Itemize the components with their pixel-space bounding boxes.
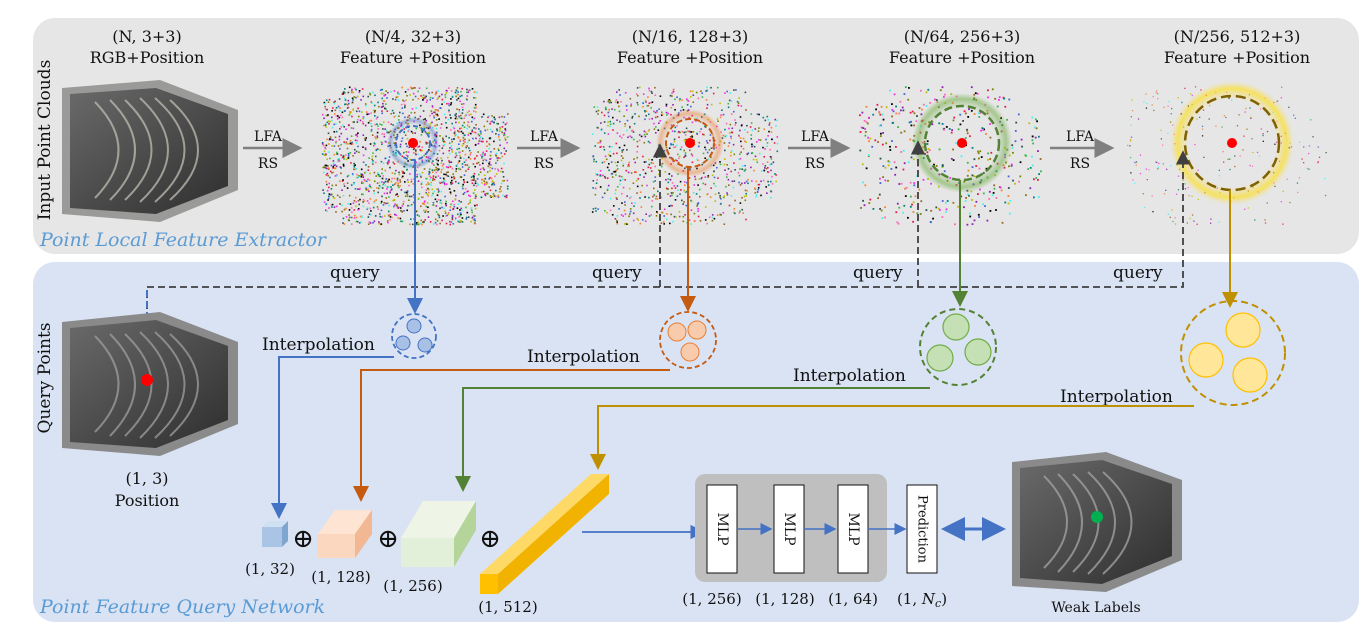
svg-text:LFA: LFA bbox=[801, 129, 830, 145]
stage-3-header: (N/64, 256+3) Feature +Position bbox=[889, 27, 1035, 67]
svg-text:MLP: MLP bbox=[781, 512, 797, 545]
query-point-image bbox=[62, 312, 238, 456]
oplus-1: ⊕ bbox=[292, 524, 314, 554]
interpolation-node-1 bbox=[391, 313, 437, 359]
interpolation-label-2: Interpolation bbox=[527, 347, 640, 367]
svg-text:MLP: MLP bbox=[714, 512, 730, 545]
feature-bar-32 bbox=[262, 521, 288, 547]
svg-text:(N/64, 256+3): (N/64, 256+3) bbox=[904, 27, 1021, 46]
svg-text:Feature +Position: Feature +Position bbox=[889, 48, 1035, 67]
stage-4-header: (N/256, 512+3) Feature +Position bbox=[1164, 27, 1310, 67]
side-label-query-points: Query Points bbox=[35, 322, 55, 433]
feature-dims-32: (1, 32) bbox=[245, 560, 295, 578]
query-point-label: Position bbox=[115, 491, 180, 510]
weak-labels-label: Weak Labels bbox=[1051, 600, 1140, 616]
lfa-rs-arrow-2: LFA RS bbox=[517, 129, 581, 172]
svg-text:RS: RS bbox=[805, 156, 825, 172]
feature-dims-256: (1, 256) bbox=[383, 577, 442, 595]
svg-text:LFA: LFA bbox=[1066, 129, 1095, 145]
route-gold bbox=[590, 405, 1194, 470]
prediction-layer: Prediction bbox=[906, 484, 938, 574]
weak-labels-image bbox=[1012, 452, 1182, 592]
svg-text:(N, 3+3): (N, 3+3) bbox=[112, 27, 181, 46]
query-label-2: query bbox=[592, 263, 642, 283]
query-network-title: Point Feature Query Network bbox=[39, 596, 325, 618]
mlp-dims-3: (1, 64) bbox=[828, 590, 878, 608]
neighbourhood-ring-stage-4 bbox=[1170, 81, 1294, 205]
stage-0-header: (N, 3+3) RGB+Position bbox=[90, 27, 205, 67]
query-point-dims: (1, 3) bbox=[125, 469, 168, 488]
feature-dims-512: (1, 512) bbox=[478, 598, 537, 616]
extractor-title: Point Local Feature Extractor bbox=[39, 229, 328, 251]
svg-text:RS: RS bbox=[534, 156, 554, 172]
feature-bar-128 bbox=[318, 510, 372, 558]
mlp-layer-2: MLP bbox=[773, 484, 805, 574]
side-label-input-point-clouds: Input Point Clouds bbox=[35, 60, 55, 221]
neighbourhood-ring-stage-3 bbox=[912, 93, 1012, 193]
query-label-3: query bbox=[853, 263, 903, 283]
neighbourhood-ring-stage-1 bbox=[387, 117, 439, 169]
feature-bar-256 bbox=[401, 501, 476, 567]
oplus-2: ⊕ bbox=[377, 524, 399, 554]
lfa-rs-arrow-4: LFA RS bbox=[1050, 129, 1115, 172]
stage-2-header: (N/16, 128+3) Feature +Position bbox=[617, 27, 763, 67]
route-orange bbox=[353, 369, 670, 502]
interpolation-node-2 bbox=[659, 311, 717, 369]
svg-text:(N/4, 32+3): (N/4, 32+3) bbox=[365, 27, 461, 46]
weak-label-marker bbox=[1091, 511, 1103, 523]
query-label-4: query bbox=[1113, 263, 1163, 283]
svg-text:LFA: LFA bbox=[254, 129, 283, 145]
query-label-1: query bbox=[330, 263, 380, 283]
query-point-marker bbox=[141, 374, 153, 386]
svg-text:Prediction: Prediction bbox=[915, 495, 930, 564]
svg-text:(N/256, 512+3): (N/256, 512+3) bbox=[1174, 27, 1301, 46]
interpolation-node-3 bbox=[919, 308, 997, 386]
svg-text:Feature +Position: Feature +Position bbox=[340, 48, 486, 67]
feature-bar-512 bbox=[480, 474, 609, 594]
svg-text:RGB+Position: RGB+Position bbox=[90, 48, 205, 67]
interpolation-label-3: Interpolation bbox=[793, 366, 906, 386]
feature-dims-128: (1, 128) bbox=[311, 568, 370, 586]
svg-text:MLP: MLP bbox=[845, 512, 861, 545]
stage-1-header: (N/4, 32+3) Feature +Position bbox=[340, 27, 486, 67]
svg-text:(N/16, 128+3): (N/16, 128+3) bbox=[632, 27, 749, 46]
mlp-dims-1: (1, 256) bbox=[682, 590, 741, 608]
input-point-cloud-image bbox=[62, 80, 238, 222]
mlp-dims-2: (1, 128) bbox=[755, 590, 814, 608]
mlp-layer-1: MLP bbox=[706, 484, 738, 574]
interpolation-node-4 bbox=[1180, 300, 1286, 406]
svg-text:RS: RS bbox=[258, 156, 278, 172]
neighbourhood-ring-stage-2 bbox=[656, 109, 724, 177]
lfa-rs-arrow-3: LFA RS bbox=[788, 129, 851, 172]
svg-text:LFA: LFA bbox=[530, 129, 559, 145]
interpolation-label-1: Interpolation bbox=[262, 335, 375, 355]
oplus-3: ⊕ bbox=[479, 524, 501, 554]
prediction-dims: (1, Nc) bbox=[897, 590, 947, 610]
interpolation-label-4: Interpolation bbox=[1060, 387, 1173, 407]
svg-text:Feature +Position: Feature +Position bbox=[617, 48, 763, 67]
svg-text:RS: RS bbox=[1070, 156, 1090, 172]
lfa-rs-arrow-1: LFA RS bbox=[243, 129, 303, 172]
route-blue bbox=[271, 356, 394, 519]
route-green bbox=[455, 387, 930, 492]
svg-text:Feature +Position: Feature +Position bbox=[1164, 48, 1310, 67]
mlp-layer-3: MLP bbox=[837, 484, 869, 574]
